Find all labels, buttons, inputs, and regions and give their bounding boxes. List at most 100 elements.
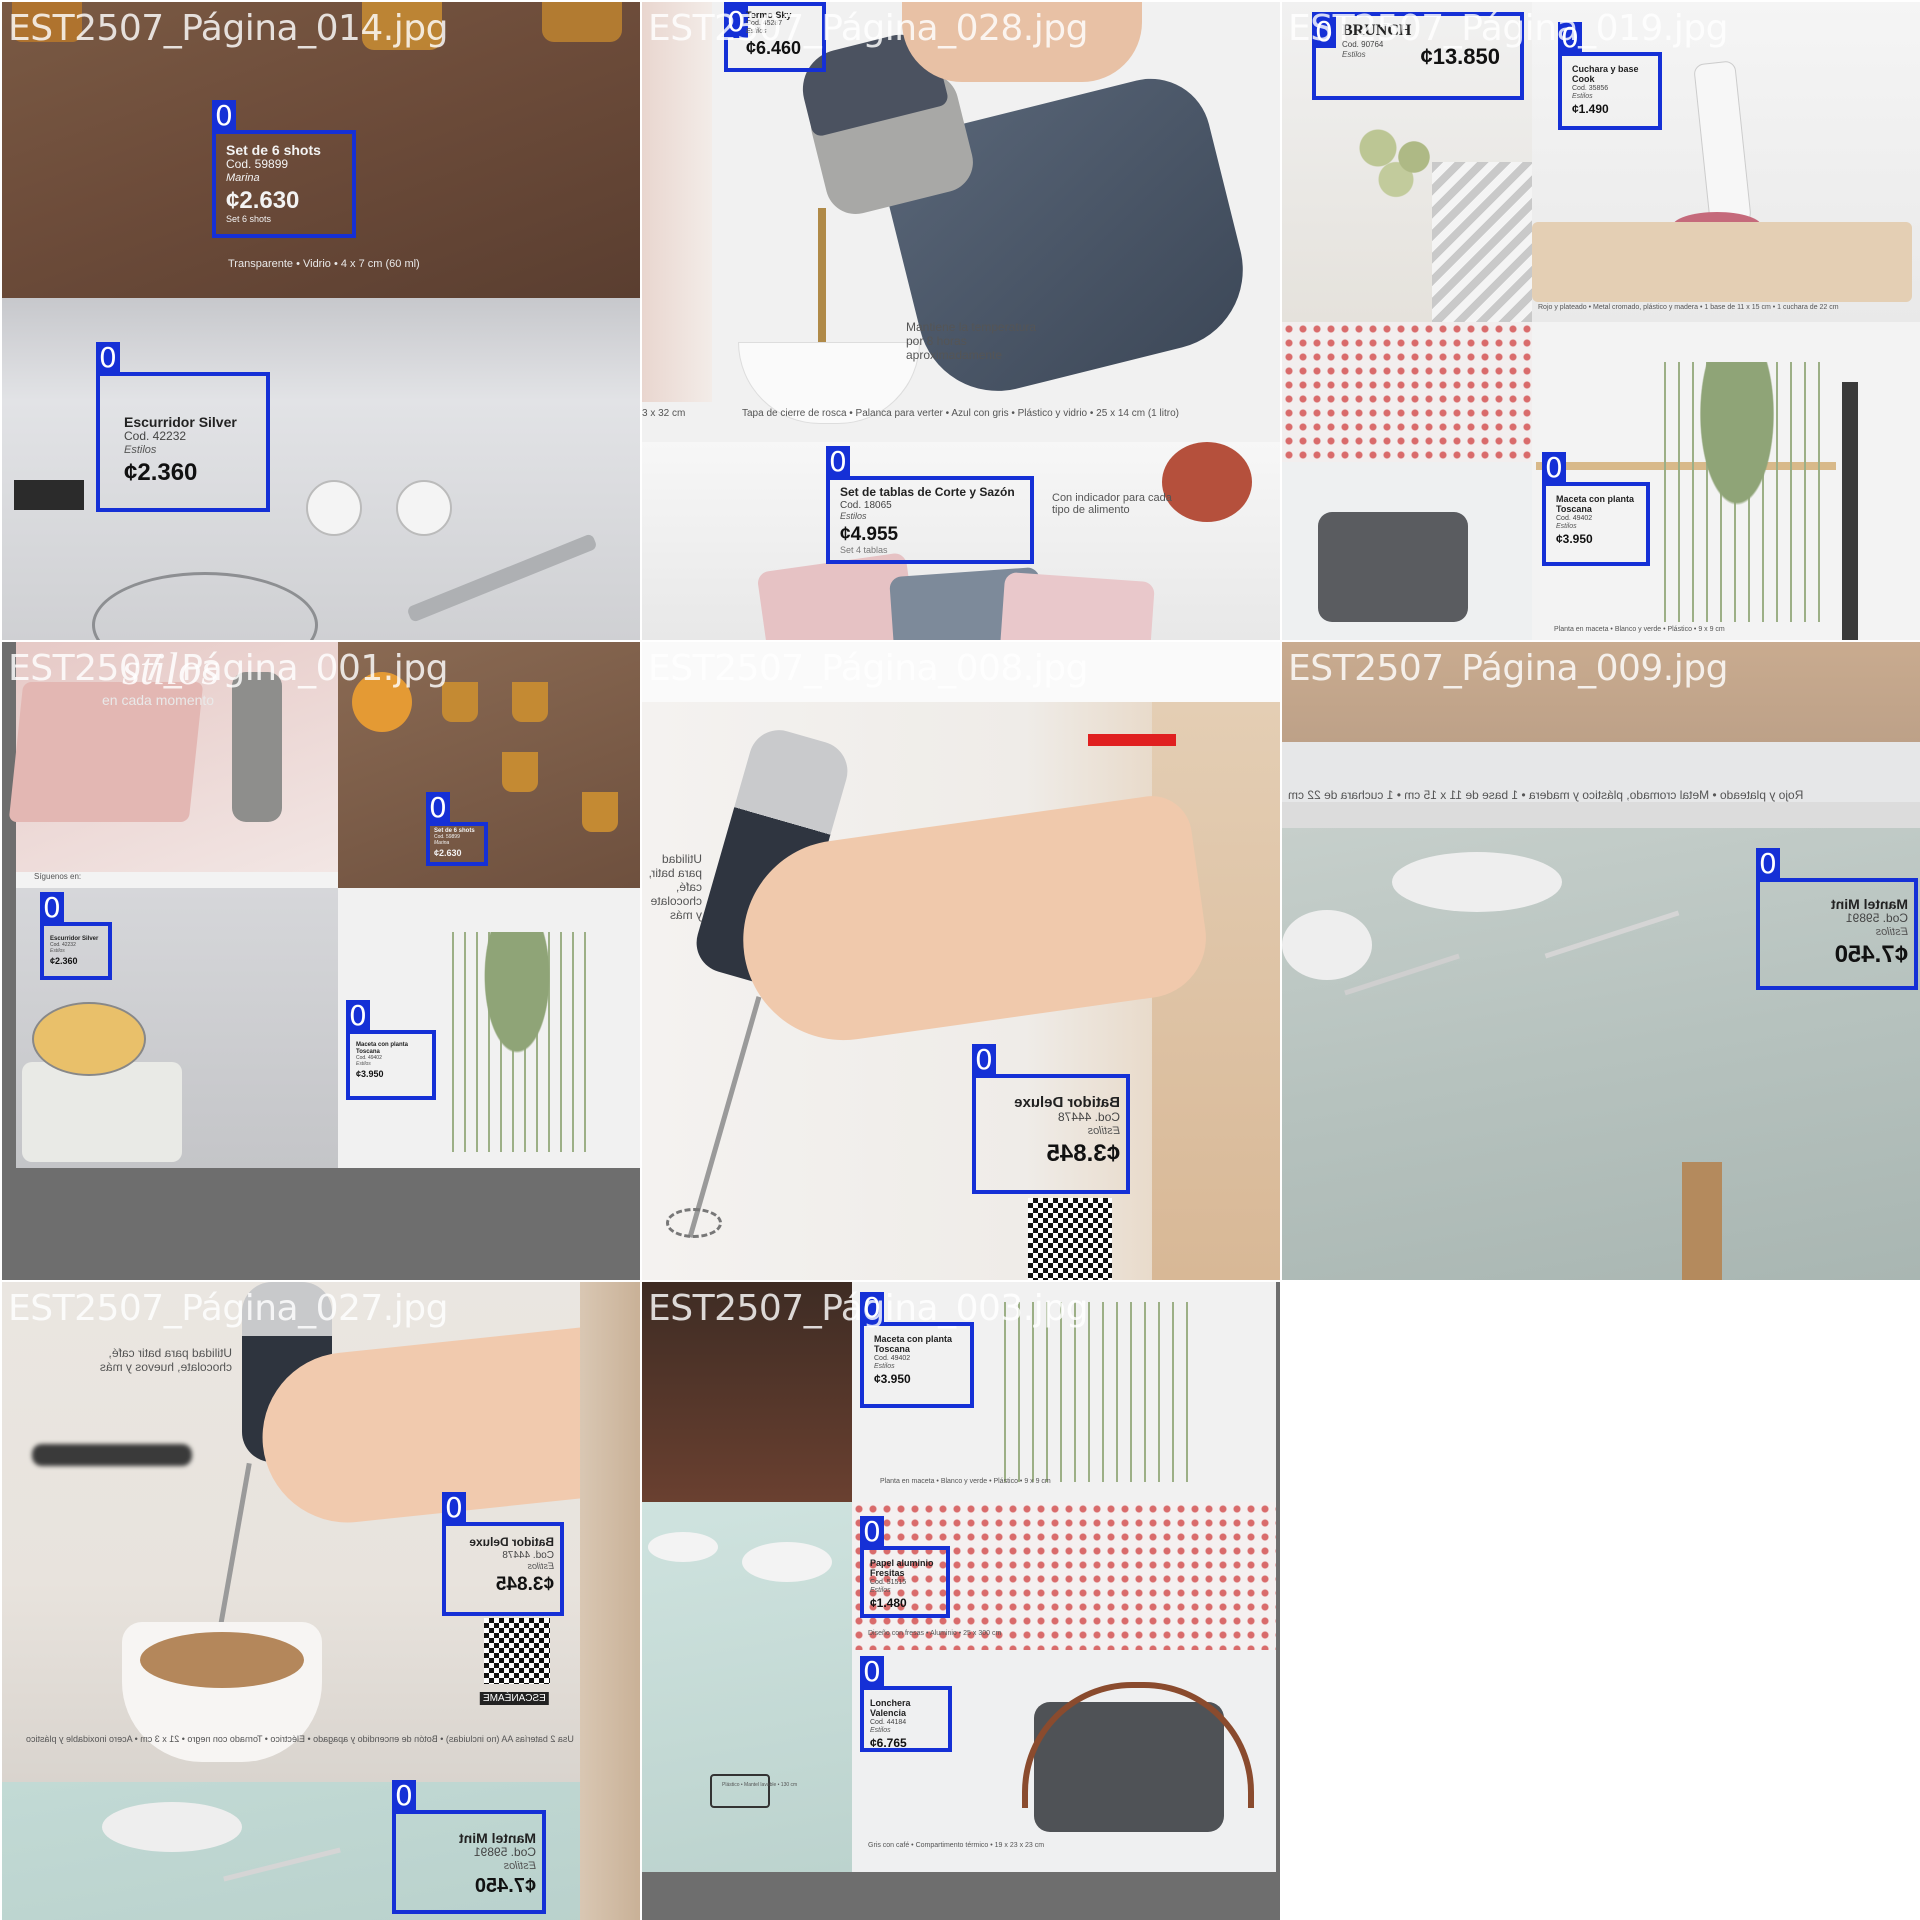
product-price: ¢6.460	[746, 38, 802, 59]
pot-icon	[22, 1062, 182, 1162]
detection-box[interactable]: 0 Batidor Deluxe Cod. 44478 Estilos ¢3.8…	[972, 1044, 1130, 1194]
steak-photo	[642, 1282, 852, 1502]
detection-box[interactable]: 0 Set de 6 shots Cod. 59899 Marina ¢2.63…	[212, 100, 356, 238]
strawberry-foil-photo	[1282, 322, 1532, 462]
product-name: Papel aluminio Fresitas	[870, 1558, 934, 1579]
mosaic-tile-pagina-003[interactable]: Planta en maceta • Blanco y verde • Plás…	[642, 1282, 1280, 1920]
mosaic-tile-pagina-008[interactable]: Utilidad para batir, café, chocolate y m…	[642, 642, 1280, 1280]
product-variant: Estilos	[746, 28, 767, 36]
product-code: Cod. 44478	[1057, 1110, 1120, 1125]
caption-strip	[1282, 742, 1920, 802]
plate-icon	[1282, 910, 1372, 980]
product-name: Maceta con planta Toscana	[874, 1334, 953, 1355]
fries-basket-icon	[32, 1002, 146, 1076]
product-name: Cuchara y base Cook	[1572, 64, 1639, 85]
product-price: ¢3.950	[356, 1069, 384, 1080]
detection-box[interactable]: 0 Set de tablas de Corte y Sazón Cod. 18…	[826, 446, 1034, 564]
product-variant: Estilos	[50, 947, 65, 954]
foil-photo	[852, 1502, 1276, 1650]
wood-table-photo	[2, 2, 640, 298]
detection-box[interactable]: 0 Escurridor Silver Cod. 42232 Estilos ¢…	[40, 892, 112, 980]
detection-box[interactable]: 0 Set de 6 shots Cod. 59899 Marina ¢2.63…	[426, 792, 488, 866]
product-variant: Marina	[434, 839, 450, 846]
product-tag: BRUNCH Cod. 90764 Estilos	[1342, 22, 1514, 59]
product-code: Cod. 45287	[746, 20, 783, 28]
product-variant: Estilos	[124, 443, 157, 456]
detection-box[interactable]: 0 Maceta con planta Toscana Cod. 49402 E…	[346, 1000, 436, 1100]
product-code: Cod. 18065	[840, 499, 892, 511]
product-variant: Estilos	[874, 1362, 895, 1370]
product-variant: Estilos	[840, 511, 867, 522]
product-price: ¢3.845	[495, 1573, 554, 1595]
oven-display-icon	[14, 480, 84, 510]
product-price: ¢1.480	[870, 1595, 907, 1610]
detection-label: 0	[860, 1292, 884, 1324]
product-variant: Marina	[226, 171, 260, 184]
plate-icon	[742, 1542, 832, 1582]
product-price: ¢3.950	[874, 1371, 911, 1386]
product-price: ¢2.360	[124, 458, 198, 486]
latte-art-icon	[140, 1632, 304, 1688]
product-code: Cod. 51515	[870, 1578, 907, 1586]
product-tag: Termo Sky Cod. 45287 Estilos ¢6.460	[746, 10, 816, 59]
detection-box[interactable]: 0 Mantel Mint Cod. 59891 Estilos ¢7.450	[392, 1780, 546, 1914]
plate-icon	[648, 1532, 718, 1562]
product-subtext: Set 4 tablas	[840, 545, 888, 556]
shot-glass-icon	[442, 682, 478, 722]
red-bar-icon	[1088, 734, 1176, 746]
detection-box[interactable]: 0 BRUNCH Cod. 90764 Estilos ¢13.850	[1312, 12, 1524, 100]
detection-box[interactable]: 0 Batidor Deluxe Cod. 44478 Estilos ¢3.8…	[442, 1492, 564, 1616]
product-price: ¢2.630	[226, 186, 300, 214]
product-variant: Estilos	[1342, 49, 1366, 59]
detection-box[interactable]: 0 Papel aluminio Fresitas Cod. 51515 Est…	[860, 1516, 950, 1618]
detection-label: 0	[1756, 848, 1780, 880]
product-tag: Mantel Mint Cod. 59891 Estilos ¢7.450	[1768, 896, 1908, 968]
product-code: Cod. 59899	[226, 157, 289, 172]
product-name: Termo Sky	[746, 10, 792, 20]
stove-knob-icon	[306, 480, 362, 536]
product-price: ¢13.850	[1420, 44, 1500, 69]
product-price: ¢6.765	[870, 1735, 907, 1750]
table-leg-icon	[1682, 1162, 1722, 1280]
pour-stream-icon	[818, 208, 826, 358]
product-caption: Usa 2 baterías AA (no incluidas) • Botón…	[26, 1734, 574, 1744]
detection-label: 0	[212, 100, 236, 132]
mosaic-tile-pagina-019[interactable]: Rojo y plateado • Metal cromado, plástic…	[1282, 2, 1920, 640]
side-note: Con indicador para cada tipo de alimento	[1052, 492, 1172, 516]
product-name: Maceta con planta Toscana	[1556, 494, 1635, 515]
mosaic-tile-pagina-014[interactable]: Transparente • Vidrio • 4 x 7 cm (60 ml)…	[2, 2, 640, 640]
mosaic-tile-pagina-001[interactable]: stilos en cada momento Síguenos en: 0 Se…	[2, 642, 640, 1280]
detection-box[interactable]: 0 Lonchera Valencia Cod. 44184 Estilos ¢…	[860, 1656, 952, 1752]
product-name: Mantel Mint	[1831, 896, 1908, 912]
product-code: Cod. 49402	[1556, 514, 1593, 522]
product-caption: Rojo y plateado • Metal cromado, plástic…	[1288, 788, 1804, 802]
detection-box[interactable]: 0 Maceta con planta Toscana Cod. 49402 E…	[1542, 452, 1650, 566]
product-code: Cod. 59891	[1845, 911, 1908, 926]
product-code: Cod. 59899	[434, 833, 460, 840]
product-name: Set de tablas de Corte y Sazón	[840, 485, 1015, 499]
mosaic-tile-pagina-028[interactable]: Mantiene la temperatura por 8 horas apro…	[642, 2, 1280, 640]
detection-box[interactable]: 0 Maceta con planta Toscana Cod. 49402 E…	[860, 1292, 974, 1408]
product-caption: Planta en maceta • Blanco y verde • Plás…	[880, 1478, 1051, 1485]
product-code: Cod. 42232	[124, 429, 187, 444]
product-name: Set de 6 shots	[434, 828, 475, 834]
product-tag: Set de 6 shots Cod. 59899 Marina ¢2.630 …	[226, 142, 346, 224]
product-code: Cod. 49402	[874, 1354, 911, 1362]
product-caption: Rojo y plateado • Metal cromado, plástic…	[1538, 304, 1839, 311]
tomato-icon	[1162, 442, 1252, 522]
product-caption: Planta en maceta • Blanco y verde • Plás…	[1554, 626, 1725, 633]
detection-box[interactable]: 0 Termo Sky Cod. 45287 Estilos ¢6.460	[724, 2, 826, 72]
qr-code	[484, 1618, 550, 1684]
detection-box[interactable]: 0 Escurridor Silver Cod. 42232 Estilos ¢…	[96, 342, 270, 512]
mosaic-tile-pagina-009[interactable]: Rojo y plateado • Metal cromado, plástic…	[1282, 642, 1920, 1280]
detection-label: 0	[40, 892, 64, 924]
product-name: Batidor Deluxe	[469, 1535, 554, 1549]
mosaic-tile-pagina-027[interactable]: Utilidad para batir café, chocolate, hue…	[2, 1282, 640, 1920]
detection-box[interactable]: 0 Cuchara y base Cook Cod. 35856 Estilos…	[1558, 22, 1662, 130]
detection-box[interactable]: 0 Mantel Mint Cod. 59891 Estilos ¢7.450	[1756, 848, 1918, 990]
product-tag: Escurridor Silver Cod. 42232 Estilos ¢2.…	[50, 936, 102, 967]
hanging-plant-icon	[442, 932, 592, 1152]
striped-cloth-photo	[1432, 162, 1532, 322]
product-tag: Set de 6 shots Cod. 59899 Marina ¢2.630	[434, 828, 478, 859]
product-variant: Estilos	[1087, 1125, 1120, 1138]
